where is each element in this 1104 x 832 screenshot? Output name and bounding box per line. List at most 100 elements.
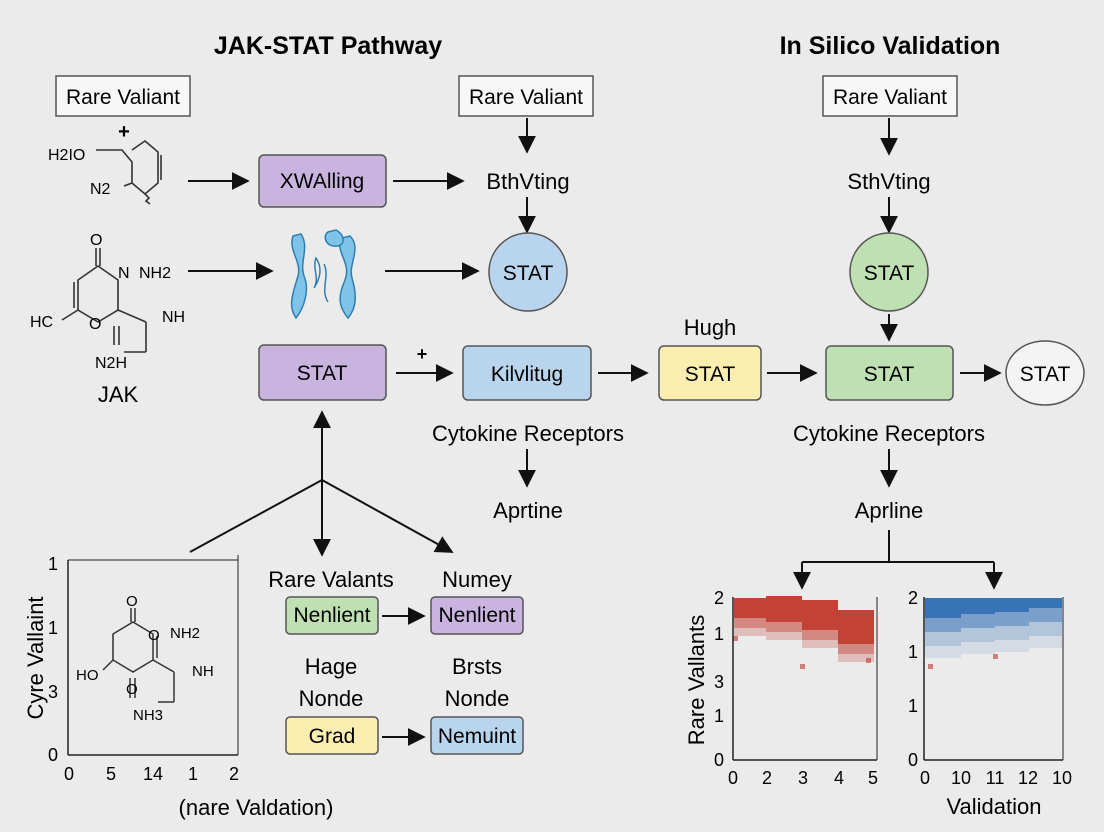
mol1-n2-label: N2 bbox=[90, 181, 111, 198]
hm2-ytick-3: 0 bbox=[908, 750, 918, 770]
heatmap-blue-band bbox=[961, 614, 995, 628]
hm2-xtick-1: 10 bbox=[951, 768, 971, 788]
heatmap-blue-cells bbox=[925, 598, 1062, 669]
stat-circle-green: STAT bbox=[849, 232, 929, 312]
inset-molecule bbox=[102, 608, 175, 703]
heatmap-blue-band bbox=[995, 598, 1029, 612]
hm2-xlabel: Validation bbox=[947, 794, 1042, 819]
sthvting-label: SthVting bbox=[847, 169, 930, 194]
stat-oval-label: STAT bbox=[1020, 363, 1071, 386]
inset-xtick-4: 2 bbox=[229, 764, 239, 784]
hm1-xtick-4: 5 bbox=[868, 768, 878, 788]
inset-mol-nh3: NH3 bbox=[133, 707, 163, 724]
inset-plot: 1 1 3 0 0 5 14 1 2 Cyre Vallaint (nare V… bbox=[23, 554, 333, 820]
hm1-ylabel: Rare Vallants bbox=[684, 615, 709, 745]
heatmap-red-speck bbox=[733, 636, 738, 641]
heatmap-blue-band bbox=[995, 640, 1029, 652]
arrow-to-numey bbox=[321, 479, 454, 553]
branch-line-left bbox=[189, 479, 323, 553]
stat-yellow-label: STAT bbox=[685, 363, 736, 386]
grad-label: Grad bbox=[309, 725, 356, 748]
kilvlitug-box: Kilvlitug bbox=[462, 345, 592, 401]
xwalling-label: XWAlling bbox=[280, 170, 364, 193]
hm1-ytick-1: 1 bbox=[714, 624, 724, 644]
heatmap-blue-speck bbox=[928, 664, 933, 669]
bthvting-label: BthVting bbox=[486, 169, 569, 194]
xwalling-box: XWAlling bbox=[258, 154, 387, 208]
heatmap-red-band bbox=[802, 640, 838, 648]
inset-ylabel: Cyre Vallaint bbox=[23, 596, 48, 719]
hm2-xtick-3: 12 bbox=[1018, 768, 1038, 788]
mol2-nh2-label: NH2 bbox=[139, 265, 171, 282]
heatmap-blue-band bbox=[1029, 608, 1062, 622]
heatmap-red-band bbox=[838, 654, 874, 662]
rare-valants-label: Rare Valants bbox=[268, 567, 394, 592]
heatmap-blue-band bbox=[925, 598, 961, 618]
nemuint-box: Nemuint bbox=[430, 716, 524, 755]
inset-mol-ho: HO bbox=[76, 667, 99, 684]
heatmap-blue: 2 1 1 0 0 10 11 12 10 Validation bbox=[908, 588, 1072, 819]
heatmap-blue-band bbox=[925, 632, 961, 646]
mol2-o-ring-label: O bbox=[89, 316, 101, 333]
hage-label: Hage bbox=[305, 654, 358, 679]
mol2-o-top-label: O bbox=[90, 232, 102, 249]
hm1-ytick-4: 0 bbox=[714, 750, 724, 770]
heatmap-red-band bbox=[766, 622, 802, 632]
heatmap-red-band bbox=[838, 610, 874, 644]
heatmap-red-band bbox=[766, 596, 802, 622]
mol2-nh-label: NH bbox=[162, 309, 185, 326]
cytokine-receptors-middle: Cytokine Receptors bbox=[432, 421, 624, 446]
title-right: In Silico Validation bbox=[780, 32, 1001, 60]
nenlient-green-label: Nenlient bbox=[293, 604, 370, 627]
inset-xtick-3: 1 bbox=[188, 764, 198, 784]
inset-ytick-3: 0 bbox=[48, 745, 58, 765]
hm2-xtick-2: 11 bbox=[986, 768, 1005, 788]
nenlient-green-box: Nenlient bbox=[285, 596, 379, 635]
molecule-1-structure bbox=[96, 139, 162, 205]
mol1-h2o-label: H2IO bbox=[48, 147, 85, 164]
left-rare-variant-box: Rare Valiant bbox=[55, 75, 191, 117]
inset-mol-o-ring: O bbox=[148, 627, 160, 644]
nonde-right-label: Nonde bbox=[445, 686, 510, 711]
inset-mol-o-bottom: O bbox=[126, 681, 138, 698]
heatmap-red-band bbox=[766, 632, 802, 640]
nonde-left-label: Nonde bbox=[299, 686, 364, 711]
heatmap-red-band bbox=[734, 598, 766, 618]
mol2-n-label: N bbox=[118, 265, 130, 282]
stat-green-label: STAT bbox=[864, 363, 915, 386]
hm2-ytick-1: 1 bbox=[908, 642, 918, 662]
hm1-xtick-3: 4 bbox=[834, 768, 844, 788]
heatmap-red-band bbox=[802, 600, 838, 630]
right-rare-variant-label: Rare Valiant bbox=[833, 86, 947, 109]
title-left: JAK-STAT Pathway bbox=[214, 32, 442, 60]
hm1-ytick-2: 3 bbox=[714, 672, 724, 692]
plus-sign-top: + bbox=[118, 121, 130, 143]
stat-circle-blue: STAT bbox=[488, 232, 568, 312]
inset-xtick-2: 14 bbox=[143, 764, 163, 784]
inset-mol-o-top: O bbox=[126, 593, 138, 610]
molecule-2-structure bbox=[61, 248, 147, 353]
heatmap-blue-band bbox=[961, 628, 995, 642]
heatmap-red-cells bbox=[733, 596, 874, 669]
hugh-label: Hugh bbox=[684, 315, 737, 340]
heatmap-blue-band bbox=[961, 642, 995, 654]
hm2-ytick-0: 2 bbox=[908, 588, 918, 608]
fork-connector bbox=[793, 530, 1003, 590]
heatmap-blue-band bbox=[1029, 622, 1062, 636]
heatmap-blue-band bbox=[995, 626, 1029, 640]
inset-mol-nh2: NH2 bbox=[170, 625, 200, 642]
stat-box-yellow: STAT bbox=[658, 345, 762, 401]
jak-label: JAK bbox=[98, 382, 139, 407]
hm1-xtick-0: 0 bbox=[728, 768, 738, 788]
middle-rare-variant-label: Rare Valiant bbox=[469, 86, 583, 109]
mol2-n2h-label: N2H bbox=[95, 355, 127, 372]
hm1-xtick-2: 3 bbox=[798, 768, 808, 788]
hm2-ytick-2: 1 bbox=[908, 696, 918, 716]
heatmap-blue-band bbox=[925, 646, 961, 658]
heatmap-blue-band bbox=[961, 598, 995, 614]
hm1-ytick-0: 2 bbox=[714, 588, 724, 608]
heatmap-red-speck bbox=[800, 664, 805, 669]
stat-box-green: STAT bbox=[825, 345, 954, 401]
hm2-xtick-0: 0 bbox=[920, 768, 930, 788]
